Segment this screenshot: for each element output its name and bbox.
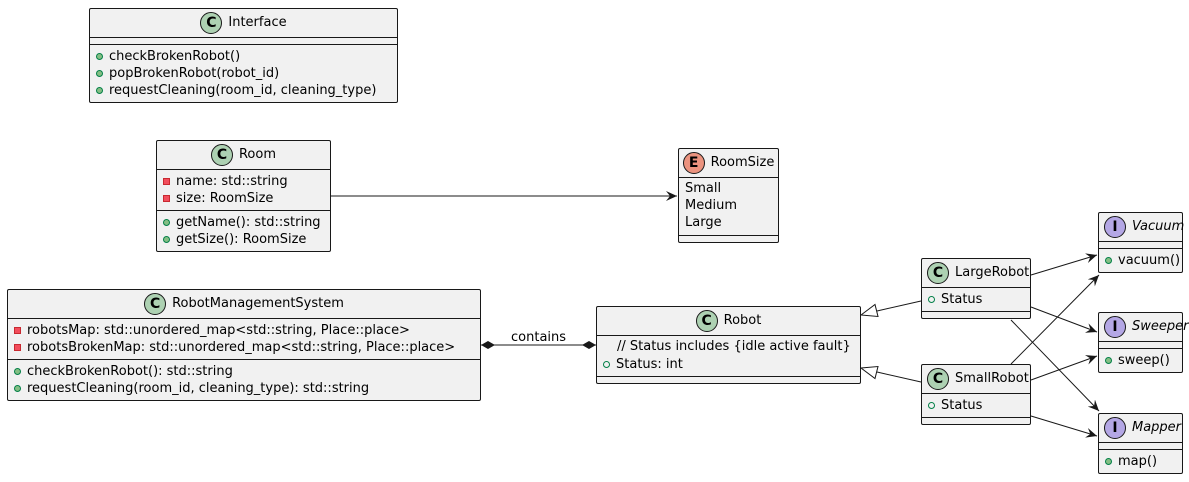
small-robot-class[interactable]: C SmallRobot Status xyxy=(921,364,1031,425)
rms-class-title: RobotManagementSystem xyxy=(172,296,344,311)
vacuum-method: vacuum() xyxy=(1105,252,1180,269)
class-badge-icon: C xyxy=(927,368,949,390)
public-method-icon xyxy=(96,53,103,60)
interface-class[interactable]: C Interface checkBrokenRobot() popBroken… xyxy=(89,8,398,103)
smallrobot-to-vacuum-arrow xyxy=(1010,274,1100,365)
sweeper-interface-title: Sweeper xyxy=(1132,319,1189,334)
smallrobot-to-sweeper-arrow xyxy=(1030,355,1098,381)
rms-field: robotsMap: std::unordered_map<std::strin… xyxy=(14,322,474,339)
enum-badge-icon: E xyxy=(682,152,705,174)
small-robot-field: Status xyxy=(928,397,1024,414)
public-method-icon xyxy=(14,385,21,392)
largerobot-to-vacuum-arrow xyxy=(1030,253,1098,276)
private-field-icon xyxy=(14,344,21,351)
composition-link xyxy=(481,341,596,349)
robot-status-comment: // Status includes {idle active fault} xyxy=(617,339,851,354)
mapper-interface-title: Mapper xyxy=(1132,420,1182,435)
public-field-icon xyxy=(928,402,935,409)
public-method-icon xyxy=(163,219,170,226)
private-field-icon xyxy=(163,178,170,185)
contains-label: contains xyxy=(511,330,567,345)
robot-class[interactable]: C Robot // Status includes {idle active … xyxy=(596,306,861,384)
class-badge-icon: C xyxy=(210,144,233,166)
smallrobot-to-mapper-arrow xyxy=(1030,415,1098,438)
vacuum-interface-title: Vacuum xyxy=(1132,219,1185,234)
room-method: getSize(): RoomSize xyxy=(163,231,324,248)
interface-method: requestCleaning(room_id, cleaning_type) xyxy=(96,82,391,99)
composition-diamond-left xyxy=(481,341,495,349)
class-badge-icon: C xyxy=(927,262,949,284)
smallrobot-extends-robot xyxy=(859,365,922,383)
interface-class-title: Interface xyxy=(228,15,287,30)
room-field: name: std::string xyxy=(163,173,324,190)
class-badge-icon: C xyxy=(695,310,718,332)
robot-class-title: Robot xyxy=(723,313,762,328)
composition-diamond-right xyxy=(582,341,596,349)
interface-method: popBrokenRobot(robot_id) xyxy=(96,65,391,82)
public-method-icon xyxy=(1105,257,1112,264)
public-method-icon xyxy=(14,368,21,375)
room-class-title: Room xyxy=(238,147,277,162)
enum-value: Small xyxy=(685,181,722,196)
enum-value: Large xyxy=(685,215,722,230)
enum-value: Medium xyxy=(685,198,737,213)
public-method-icon xyxy=(96,70,103,77)
room-field: size: RoomSize xyxy=(163,190,324,207)
public-field-icon xyxy=(928,296,935,303)
roomsize-enum-title: RoomSize xyxy=(710,155,775,170)
largerobot-to-sweeper-arrow xyxy=(1030,306,1098,333)
room-method: getName(): std::string xyxy=(163,214,324,231)
public-method-icon xyxy=(163,236,170,243)
private-field-icon xyxy=(163,195,170,202)
largerobot-to-mapper-arrow xyxy=(1010,319,1100,412)
robot-field: Status: int xyxy=(603,356,854,373)
mapper-method: map() xyxy=(1105,453,1176,470)
public-method-icon xyxy=(1105,458,1112,465)
robot-management-system-class[interactable]: C RobotManagementSystem robotsMap: std::… xyxy=(7,289,481,401)
private-field-icon xyxy=(14,327,21,334)
public-method-icon xyxy=(96,87,103,94)
class-badge-icon: C xyxy=(144,293,167,315)
mapper-interface[interactable]: I Mapper map() xyxy=(1098,413,1183,474)
largerobot-extends-robot xyxy=(859,300,922,318)
interface-method: checkBrokenRobot() xyxy=(96,48,391,65)
roomsize-enum[interactable]: E RoomSize Small Medium Large xyxy=(678,148,779,243)
large-robot-class-title: LargeRobot xyxy=(955,265,1030,280)
interface-badge-icon: I xyxy=(1104,316,1126,338)
public-field-icon xyxy=(603,361,610,368)
large-robot-field: Status xyxy=(928,291,1024,308)
rms-method: checkBrokenRobot(): std::string xyxy=(14,363,474,380)
class-badge-icon: C xyxy=(200,12,223,34)
sweeper-method: sweep() xyxy=(1105,352,1176,369)
vacuum-interface[interactable]: I Vacuum vacuum() xyxy=(1098,212,1185,273)
room-class[interactable]: C Room name: std::string size: RoomSize … xyxy=(156,140,331,252)
public-method-icon xyxy=(1105,357,1112,364)
rms-field: robotsBrokenMap: std::unordered_map<std:… xyxy=(14,339,474,356)
sweeper-interface[interactable]: I Sweeper sweep() xyxy=(1098,312,1188,373)
interface-badge-icon: I xyxy=(1104,216,1126,238)
large-robot-class[interactable]: C LargeRobot Status xyxy=(921,258,1031,319)
rms-method: requestCleaning(room_id, cleaning_type):… xyxy=(14,380,474,397)
small-robot-class-title: SmallRobot xyxy=(955,371,1029,386)
interface-badge-icon: I xyxy=(1104,417,1126,439)
